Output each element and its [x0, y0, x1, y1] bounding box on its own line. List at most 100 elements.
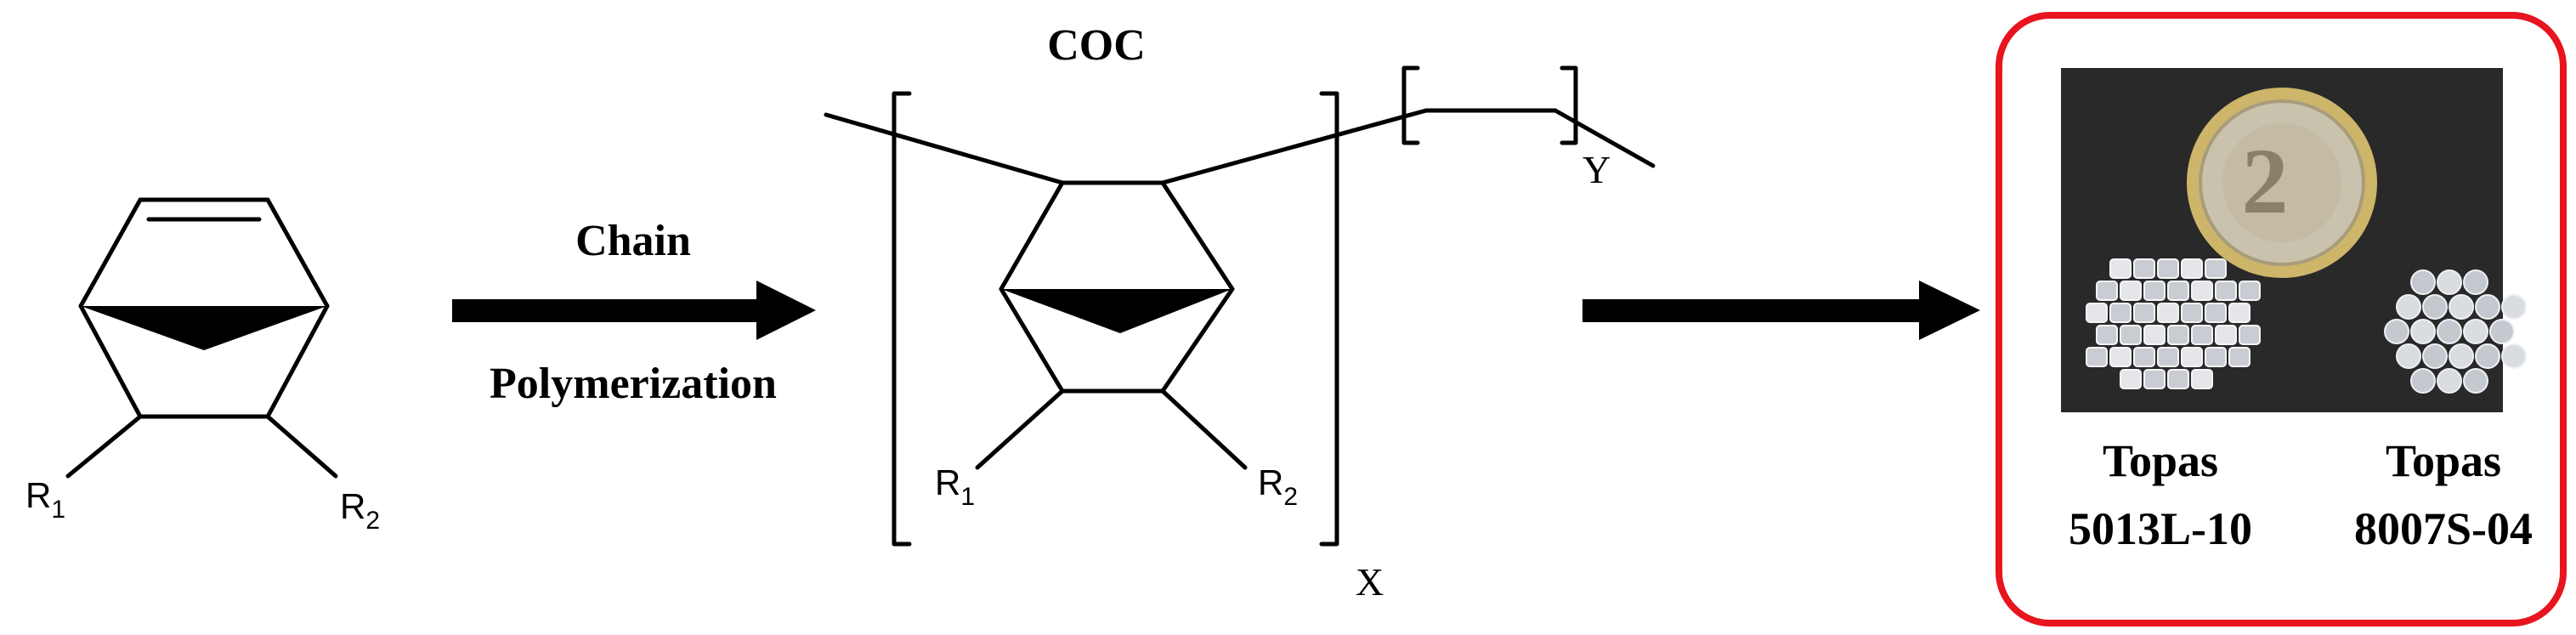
- polymer-substituent-2: R2: [1258, 462, 1298, 511]
- granule: [2133, 347, 2155, 367]
- polymer-structure: [824, 65, 1656, 547]
- granules-8007S-04: [2384, 269, 2527, 394]
- granule: [2143, 281, 2166, 301]
- bracket-y-left: [1401, 65, 1420, 145]
- granule: [2086, 303, 2108, 323]
- granule: [2157, 347, 2179, 367]
- granule: [2120, 369, 2142, 389]
- granule: [2086, 347, 2108, 367]
- granule: [2157, 303, 2179, 323]
- granule: [2167, 325, 2189, 345]
- polymer-substituent-bond: [1160, 388, 1248, 470]
- monomer-bond: [265, 303, 330, 419]
- monomer-substituent-2: R2: [340, 486, 380, 535]
- monomer-bridge-wedge: [81, 306, 327, 350]
- bead: [2410, 368, 2436, 394]
- bead: [2422, 294, 2448, 320]
- bead: [2396, 343, 2421, 369]
- granule: [2205, 347, 2227, 367]
- polymer-backbone: [824, 112, 1065, 185]
- bead: [2463, 269, 2488, 295]
- granule: [2096, 281, 2118, 301]
- product-label-left-name: Topas: [2103, 435, 2218, 486]
- bead: [2437, 368, 2462, 394]
- granule: [2120, 281, 2142, 301]
- bracket-y-right: [1560, 65, 1578, 145]
- bracket-x-right: [1319, 91, 1339, 547]
- reaction-label-polymerization: Polymerization: [490, 360, 777, 408]
- bead: [2422, 343, 2448, 369]
- bead: [2501, 343, 2527, 369]
- monomer-substituent-1: R1: [25, 475, 65, 524]
- bead: [2463, 368, 2488, 394]
- product-label-right-name: Topas: [2386, 435, 2501, 486]
- bead: [2449, 294, 2474, 320]
- bead: [2410, 269, 2436, 295]
- polymer-ring-bond: [999, 180, 1065, 292]
- monomer-bond: [78, 197, 143, 309]
- reaction-arrow: [452, 281, 816, 340]
- granule: [2181, 347, 2203, 367]
- product-frame: [1996, 12, 2567, 626]
- coin-icon: 2: [2187, 88, 2377, 278]
- granule: [2191, 281, 2213, 301]
- polymer-ring-bond: [1160, 286, 1235, 394]
- bead: [2410, 319, 2436, 344]
- monomer-bond: [65, 414, 143, 479]
- granule: [2205, 303, 2227, 323]
- granules-5013L-10: [2086, 258, 2261, 389]
- granule: [2205, 258, 2227, 279]
- reaction-label-chain: Chain: [575, 217, 691, 265]
- granule: [2133, 303, 2155, 323]
- granule: [2143, 325, 2166, 345]
- polymer-ethylene-bond: [1553, 108, 1656, 168]
- polymer-repeat-y: Y: [1582, 148, 1611, 191]
- bead: [2384, 319, 2409, 344]
- granule: [2157, 258, 2179, 279]
- granule: [2181, 258, 2203, 279]
- granule: [2167, 281, 2189, 301]
- bead: [2501, 294, 2527, 320]
- granule: [2228, 347, 2250, 367]
- product-label-left-grade: 5013L-10: [2069, 503, 2252, 554]
- granule: [2109, 347, 2132, 367]
- monomer-bond: [265, 197, 330, 309]
- polymer-ring-bond: [999, 286, 1065, 394]
- granule: [2133, 258, 2155, 279]
- product-arrow: [1582, 281, 1980, 340]
- product-label-right-grade: 8007S-04: [2354, 503, 2533, 554]
- bead: [2396, 294, 2421, 320]
- granule: [2109, 258, 2132, 279]
- bracket-x-left: [892, 91, 912, 547]
- polymer-ring-bond: [1160, 180, 1235, 292]
- granule: [2109, 303, 2132, 323]
- granule: [2143, 369, 2166, 389]
- monomer-structure: [65, 197, 338, 479]
- granule: [2120, 325, 2142, 345]
- granule: [2215, 325, 2237, 345]
- monomer-bond: [78, 303, 143, 419]
- granule: [2191, 369, 2213, 389]
- granule: [2167, 369, 2189, 389]
- granule: [2096, 325, 2118, 345]
- granule: [2239, 281, 2261, 301]
- granule: [2228, 303, 2250, 323]
- bead: [2437, 269, 2462, 295]
- granule: [2191, 325, 2213, 345]
- polymer-substituent-1: R1: [935, 462, 975, 511]
- polymer-substituent-bond: [975, 388, 1065, 470]
- bead: [2475, 294, 2500, 320]
- polymer-backbone: [1160, 108, 1429, 185]
- coin-denomination: 2: [2242, 129, 2289, 233]
- bead: [2463, 319, 2488, 344]
- bead: [2489, 319, 2515, 344]
- bead: [2437, 319, 2462, 344]
- polymer-bridge-wedge: [1001, 289, 1232, 333]
- granule: [2239, 325, 2261, 345]
- polymer-title: COC: [1047, 21, 1146, 70]
- product-photo: 2: [2061, 68, 2527, 412]
- granule: [2215, 281, 2237, 301]
- bead: [2475, 343, 2500, 369]
- bead: [2449, 343, 2474, 369]
